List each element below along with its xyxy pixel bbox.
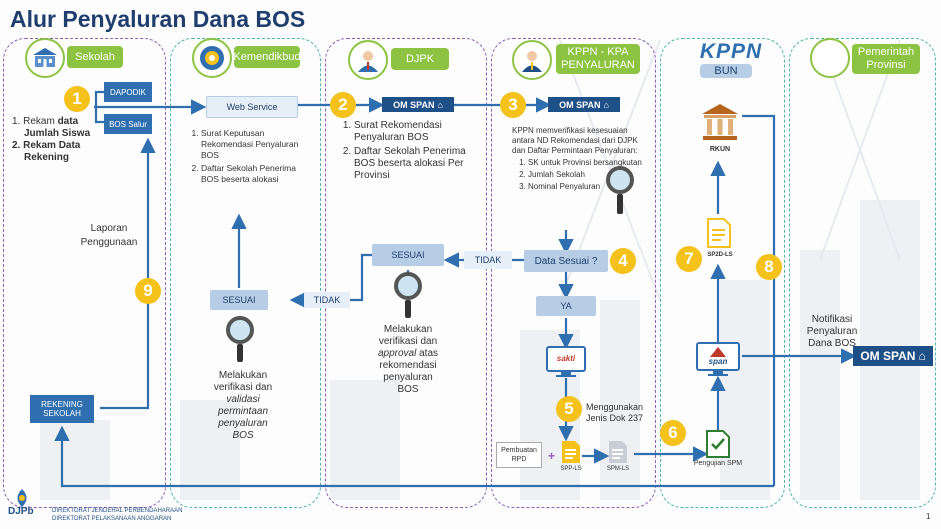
page-title: Alur Penyaluran Dana BOS: [10, 6, 306, 32]
omspan-house-icon: ⌂: [603, 99, 609, 110]
lane-title-bun: BUN: [700, 64, 752, 78]
laporan-penggunaan-text: Laporan Penggunaan: [80, 223, 138, 248]
tut-wuri-logo-icon: [192, 38, 232, 78]
step-3-badge: 3: [500, 92, 526, 118]
sp2d-ls-document-icon: [707, 218, 731, 248]
rekening-sekolah-box: REKENING SEKOLAH: [30, 395, 94, 423]
lane-djpk: [325, 38, 487, 508]
lane-pemprov: [789, 38, 936, 508]
web-service-box: Web Service: [206, 96, 298, 118]
spm-ls-document-icon: [609, 441, 627, 463]
step-1-badge: 1: [64, 86, 90, 112]
kppn-tidak-label: TIDAK: [464, 251, 512, 269]
kemendikbud-verif-text: Melakukan verifikasi dan validasi permin…: [213, 370, 273, 441]
step-4-badge: 4: [610, 248, 636, 274]
djpk-verif-text: Melakukan verifikasi dan approval atas r…: [377, 324, 439, 395]
ya-box: YA: [536, 296, 596, 316]
kppn-omspan-box: OM SPAN⌂: [548, 97, 620, 112]
lane-title-pemprov: Pemerintah Provinsi: [852, 44, 920, 74]
footer-line-2: DIREKTORAT PELAKSANAAN ANGGARAN: [52, 516, 172, 522]
djpk-tidak-label: TIDAK: [304, 292, 350, 308]
pengujian-spm-label: Pengujian SPM: [693, 460, 743, 467]
kppn-verification-text: KPPN memverifikasi kesesuaian antara ND …: [512, 126, 646, 194]
spp-ls-label: SPP-LS: [560, 466, 582, 472]
pemprov-logo-icon: [810, 38, 850, 78]
pengujian-spm-document-icon: [706, 430, 730, 458]
sp2d-ls-label: SP2D-LS: [707, 252, 733, 258]
pemprov-omspan-box: OM SPAN⌂: [853, 346, 933, 366]
dapodik-box: DAPODIK: [104, 82, 152, 102]
spp-ls-document-icon: [562, 441, 580, 463]
djpk-sesuai-box: SESUAI: [372, 244, 444, 266]
svg-text:+: +: [548, 449, 555, 463]
djpb-logo-icon: [17, 489, 27, 507]
lane-title-djpk: DJPK: [391, 48, 449, 70]
bos-salur-box: BOS Salur: [104, 114, 152, 134]
kemendikbud-sesuai-box: SESUAI: [210, 290, 268, 310]
step-6-badge: 6: [660, 420, 686, 446]
rkun-label: RKUN: [709, 146, 731, 153]
sekolah-rekam-text: 1. Rekam data Jumlah Siswa 2. Rekam Data…: [12, 116, 91, 163]
sakti-monitor-icon: sakti: [546, 346, 586, 378]
lane-title-kemendikbud: Kemendikbud: [233, 46, 301, 68]
page-number: 1: [926, 512, 931, 521]
step-8-badge: 8: [756, 254, 782, 280]
kppn-officer-icon: [512, 40, 552, 80]
kemendikbud-documents-list: Surat Keputusan Rekomendasi Penyaluran B…: [185, 128, 315, 187]
djpk-officer-icon: [348, 40, 388, 80]
pembuatan-rpd-box: Pembuatan RPD: [496, 442, 542, 468]
lane-title-kppn: KPPN - KPA PENYALURAN: [556, 44, 640, 74]
djpb-logo-text: DJPb: [8, 506, 34, 517]
kemendikbud-magnifier-icon: [226, 316, 254, 362]
lane-bun: [660, 38, 785, 508]
lane-kppn: [491, 38, 656, 508]
omspan-house-icon: ⌂: [437, 99, 443, 110]
spm-ls-label: SPM-LS: [606, 466, 630, 472]
step-2-badge: 2: [330, 92, 356, 118]
step-7-badge: 7: [676, 246, 702, 272]
djpk-magnifier-icon: [394, 272, 422, 318]
school-icon: [25, 38, 65, 78]
kppn-magnifier-icon: [606, 166, 634, 214]
lane-title-sekolah: Sekolah: [67, 46, 123, 68]
footer-line-1: DIREKTORAT JENDERAL PERBENDAHARAAN: [52, 508, 183, 514]
djpk-omspan-box: OM SPAN⌂: [382, 97, 454, 112]
lane-sekolah: [3, 38, 166, 508]
span-monitor-icon: span: [696, 342, 740, 378]
step-9-badge: 9: [135, 278, 161, 304]
lane-kemendikbud: [170, 38, 321, 508]
step-5-badge: 5: [556, 396, 582, 422]
kppn-logo: KPPN: [699, 40, 763, 63]
rkun-bank-icon: [702, 104, 738, 140]
notifikasi-text: Notifikasi Penyaluran Dana BOS: [806, 314, 858, 349]
span-label: span: [708, 357, 728, 366]
djpk-documents-list: Surat Rekomendasi Penyaluran BOS Daftar …: [338, 120, 478, 184]
menggunakan-text: Menggunakan Jenis Dok 237: [586, 402, 644, 423]
data-sesuai-box: Data Sesuai ?: [524, 250, 608, 272]
sakti-label: sakti: [556, 354, 576, 363]
omspan-house-icon: ⌂: [918, 349, 926, 363]
